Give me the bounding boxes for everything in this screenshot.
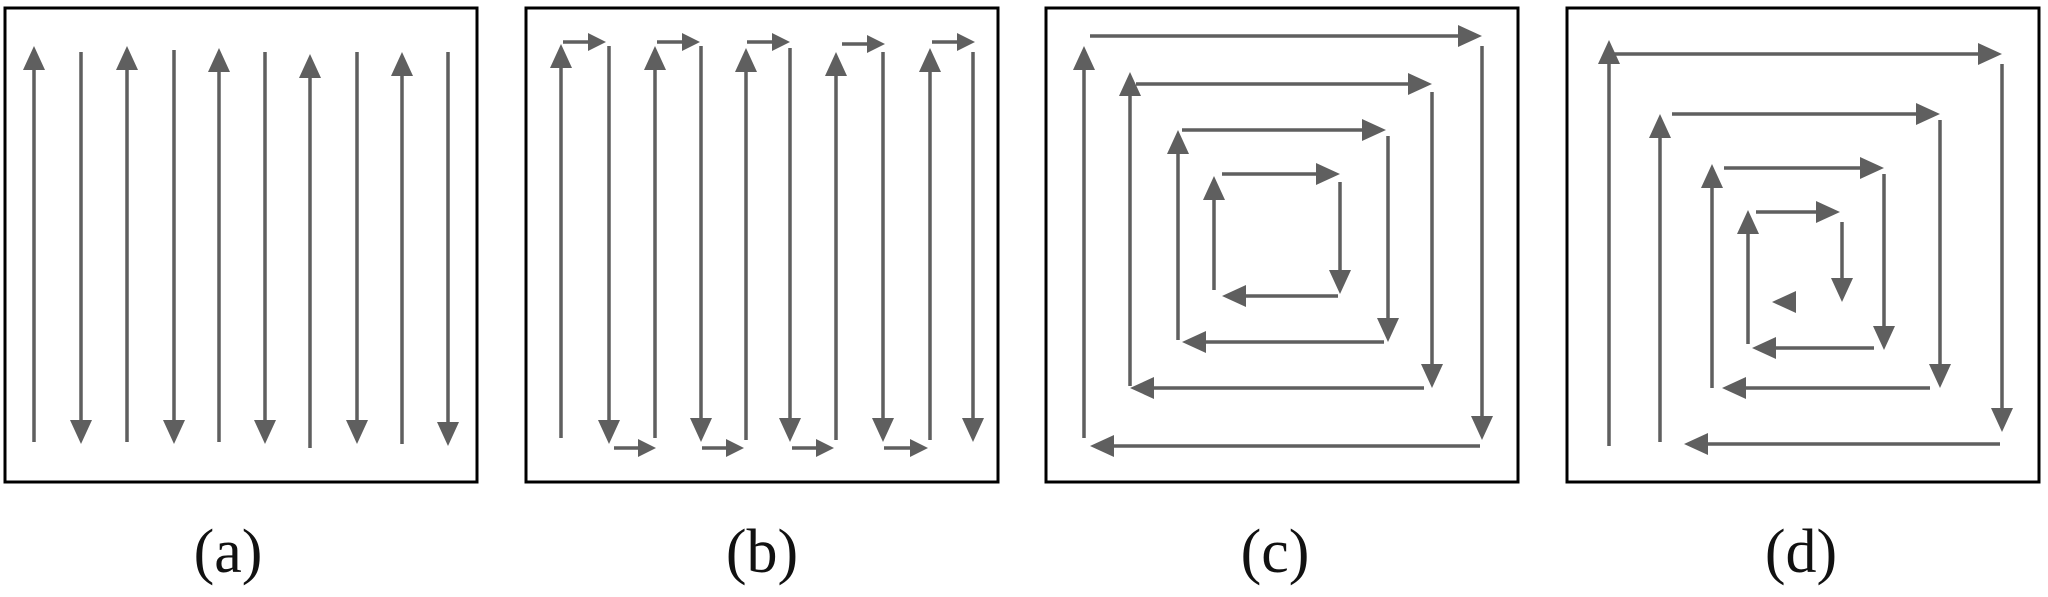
panel-b-frame bbox=[524, 6, 1000, 484]
panel-b-arrow-13-head-icon bbox=[772, 33, 790, 51]
panel-a-arrow-8-head-icon bbox=[346, 420, 368, 444]
panel-b-arrow-18-head-icon bbox=[816, 439, 834, 457]
panel-b-arrow-6-head-icon bbox=[779, 418, 801, 442]
panel-a-frame bbox=[3, 6, 479, 484]
panel-c-arrow-5-head-icon bbox=[1119, 72, 1141, 96]
panel-a-arrow-2-head-icon bbox=[70, 420, 92, 444]
panel-b-arrows bbox=[550, 33, 984, 457]
panel-c-arrow-6-head-icon bbox=[1408, 73, 1432, 95]
panel-b-caption: (b) bbox=[726, 518, 798, 586]
panel-b-arrow-15-head-icon bbox=[957, 33, 975, 51]
panel-a-arrow-10-head-icon bbox=[437, 422, 459, 446]
panel-b-arrow-1-head-icon bbox=[550, 44, 572, 68]
panel-c-arrow-3-head-icon bbox=[1471, 416, 1493, 440]
panel-c-frame bbox=[1044, 6, 1520, 484]
panel-d-arrow-7-head-icon bbox=[1929, 364, 1951, 388]
panel-c-arrow-8-head-icon bbox=[1130, 377, 1154, 399]
panel-b-arrow-4-head-icon bbox=[690, 418, 712, 442]
panel-d-frame bbox=[1565, 6, 2041, 484]
panel-d-arrow-14-head-icon bbox=[1816, 201, 1840, 223]
panel-a-arrow-5-head-icon bbox=[208, 48, 230, 72]
panel-c-arrow-4-head-icon bbox=[1090, 435, 1114, 457]
panel-a-arrow-9-head-icon bbox=[391, 52, 413, 76]
panel-d-arrow-2-head-icon bbox=[1978, 43, 2002, 65]
panel-c-arrow-1-head-icon bbox=[1073, 46, 1095, 70]
panel-c-arrow-15-head-icon bbox=[1329, 270, 1351, 294]
panel-a-arrow-7-head-icon bbox=[299, 54, 321, 78]
panel-c-arrow-11-head-icon bbox=[1377, 318, 1399, 342]
panel-c-arrow-16-head-icon bbox=[1222, 285, 1246, 307]
panel-b-arrow-14-head-icon bbox=[867, 35, 885, 53]
panel-d-arrow-5-head-icon bbox=[1649, 114, 1671, 138]
panel-b-arrow-2-head-icon bbox=[598, 420, 620, 444]
panel-b-arrow-7-head-icon bbox=[825, 52, 847, 76]
panel-c-arrow-10-head-icon bbox=[1362, 119, 1386, 141]
panel-d-arrow-9-head-icon bbox=[1701, 164, 1723, 188]
panel-d-arrow-6-head-icon bbox=[1916, 103, 1940, 125]
panel-b-arrow-10-head-icon bbox=[962, 418, 984, 442]
panel-b-arrow-16-head-icon bbox=[638, 439, 656, 457]
panel-b-arrow-8-head-icon bbox=[872, 418, 894, 442]
panel-d-arrow-12-head-icon bbox=[1752, 337, 1776, 359]
panel-a-arrow-4-head-icon bbox=[163, 420, 185, 444]
panel-a-arrows bbox=[23, 46, 459, 448]
panel-c-arrow-12-head-icon bbox=[1182, 331, 1206, 353]
panel-c-arrow-9-head-icon bbox=[1167, 130, 1189, 154]
panel-c-arrow-14-head-icon bbox=[1316, 163, 1340, 185]
panel-d-arrows bbox=[1598, 40, 2013, 455]
panel-d-arrow-15-head-icon bbox=[1831, 278, 1853, 302]
panel-d-arrow-3-head-icon bbox=[1991, 408, 2013, 432]
panel-b-arrow-5-head-icon bbox=[735, 48, 757, 72]
panel-b-arrow-19-head-icon bbox=[910, 439, 928, 457]
panel-d: (d) bbox=[1565, 6, 2041, 586]
panel-b: (b) bbox=[524, 6, 1000, 586]
panel-c-arrow-2-head-icon bbox=[1458, 25, 1482, 47]
panel-b-arrow-11-head-icon bbox=[588, 33, 606, 51]
panel-b-arrow-12-head-icon bbox=[682, 33, 700, 51]
panel-a-arrow-1-head-icon bbox=[23, 46, 45, 70]
panel-d-arrow-16-head-icon bbox=[1772, 291, 1796, 313]
panel-d-arrow-13-head-icon bbox=[1737, 210, 1759, 234]
panel-d-arrow-10-head-icon bbox=[1860, 157, 1884, 179]
panel-a-caption: (a) bbox=[194, 518, 263, 586]
panel-b-arrow-17-head-icon bbox=[726, 439, 744, 457]
panel-a: (a) bbox=[3, 6, 479, 586]
panel-b-arrow-9-head-icon bbox=[919, 48, 941, 72]
panel-b-arrow-3-head-icon bbox=[644, 46, 666, 70]
panel-c-caption: (c) bbox=[1241, 518, 1310, 586]
panel-d-arrow-1-head-icon bbox=[1598, 40, 1620, 64]
panel-c-arrow-13-head-icon bbox=[1203, 176, 1225, 200]
panel-d-arrow-11-head-icon bbox=[1873, 326, 1895, 350]
panel-d-caption: (d) bbox=[1765, 518, 1837, 586]
panel-d-arrow-4-head-icon bbox=[1684, 433, 1708, 455]
panel-c-arrow-7-head-icon bbox=[1421, 364, 1443, 388]
panel-a-arrow-6-head-icon bbox=[254, 420, 276, 444]
panel-c: (c) bbox=[1044, 6, 1520, 586]
panel-a-arrow-3-head-icon bbox=[116, 46, 138, 70]
panel-c-arrows bbox=[1073, 25, 1493, 457]
panel-d-arrow-8-head-icon bbox=[1722, 377, 1746, 399]
